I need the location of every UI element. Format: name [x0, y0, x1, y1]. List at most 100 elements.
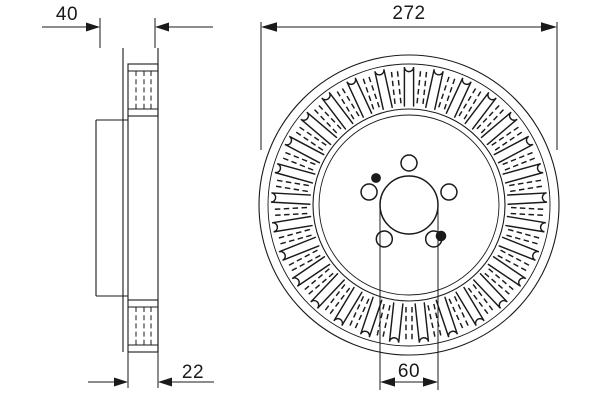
vane-dashed-rib — [507, 228, 542, 240]
vane-hairpin — [506, 192, 548, 205]
vane-dashed-rib — [422, 70, 428, 104]
vane-dashed-rib — [491, 125, 521, 146]
vane-dashed-rib — [463, 89, 483, 120]
ventilation-vane-ring — [270, 66, 548, 343]
dimension-label-60: 60 — [398, 361, 420, 382]
arrow-40-right — [155, 22, 169, 32]
vane-dashed-rib — [504, 156, 537, 171]
vane-dashed-rib — [297, 125, 327, 146]
vane-dashed-rib — [381, 305, 391, 339]
vane-dashed-rib — [317, 103, 342, 130]
bolt-hole — [360, 183, 378, 201]
disc-outer-edge — [258, 54, 560, 356]
vane-hairpin — [473, 272, 508, 309]
vane-hairpin — [425, 69, 444, 111]
vane-dashed-rib — [273, 212, 308, 217]
vane-dashed-rib — [274, 185, 308, 193]
vane-dashed-rib — [416, 69, 422, 104]
vane-dashed-rib — [396, 69, 402, 104]
vane-dashed-rib — [509, 179, 543, 187]
vane-dashed-rib — [376, 303, 385, 338]
vane-dashed-rib — [453, 296, 470, 328]
vane-dashed-rib — [500, 249, 531, 267]
disc-outer-inner-edge — [267, 63, 551, 347]
vane-dashed-rib — [294, 130, 324, 151]
vane-hairpin — [310, 272, 345, 309]
vane-hairpin — [278, 236, 320, 262]
vane-dashed-rib — [472, 283, 495, 312]
vane-dashed-rib — [278, 234, 312, 245]
vane-dashed-rib — [476, 103, 501, 130]
vane-dashed-rib — [289, 254, 321, 272]
vane-hairpin — [300, 111, 338, 146]
vane-hairpin — [464, 91, 497, 130]
vane-dashed-rib — [427, 305, 437, 339]
vane-hairpin — [445, 77, 472, 118]
arrow-22-right — [158, 377, 172, 387]
hub-hat-section — [95, 116, 129, 300]
vane-dashed-rib — [497, 254, 529, 272]
vane-hairpin — [502, 162, 544, 184]
vane-dashed-rib — [273, 206, 308, 211]
vane-dashed-rib — [283, 151, 316, 166]
disc-hat-inner-circle — [318, 114, 500, 296]
vane-dashed-rib — [302, 268, 330, 292]
vane-dashed-rib — [488, 268, 516, 292]
vane-dashed-rib — [312, 107, 338, 134]
vane-dashed-rib — [353, 298, 370, 330]
vane-hairpin — [284, 135, 325, 164]
vane-hairpin — [403, 66, 415, 107]
vane-hairpin — [487, 256, 527, 287]
lower-ring-body — [127, 299, 159, 353]
vane-dashed-rib — [480, 107, 506, 134]
arrow-272-left — [261, 22, 277, 32]
vane-hairpin — [498, 236, 540, 262]
vane-hairpin — [270, 192, 312, 205]
vane-dashed-rib — [494, 130, 524, 151]
vane-dashed-rib — [340, 86, 360, 117]
bolt-hole — [440, 183, 458, 201]
vane-dashed-rib — [276, 228, 311, 240]
vane-dashed-rib — [323, 283, 346, 312]
dimension-label-22: 22 — [182, 362, 204, 383]
vane-dashed-rib — [510, 212, 545, 217]
vane-dashed-rib — [390, 70, 396, 104]
vane-hairpin — [359, 296, 383, 338]
vane-hairpin — [274, 162, 316, 184]
vane-hairpin — [414, 302, 430, 343]
disc-hat-outer-circle — [312, 108, 506, 302]
vane-hairpin — [321, 91, 354, 130]
vane-dashed-rib — [287, 249, 318, 267]
centre-bore — [379, 175, 439, 235]
dimension-label-272: 272 — [392, 3, 425, 24]
vane-dashed-rib — [484, 272, 512, 296]
vane-hairpin — [333, 286, 363, 326]
vane-dashed-rib — [467, 287, 490, 316]
vane-hairpin — [480, 111, 518, 146]
vane-dashed-rib — [510, 206, 545, 211]
side-section-view — [42, 18, 214, 388]
arrow-60-right — [423, 377, 438, 387]
dimension-label-40: 40 — [56, 4, 78, 25]
arrow-272-right — [541, 22, 557, 32]
vane-dashed-rib — [362, 76, 375, 110]
vane-dashed-rib — [348, 296, 365, 328]
vane-hairpin — [493, 135, 534, 164]
vane-dashed-rib — [506, 234, 540, 245]
vane-hairpin — [271, 215, 313, 233]
vane-dashed-rib — [502, 151, 535, 166]
locating-pin-hole-upper — [371, 173, 381, 183]
bolt-hole — [375, 230, 394, 248]
vane-dashed-rib — [510, 185, 544, 193]
vane-dashed-rib — [448, 298, 465, 330]
vane-dashed-rib — [438, 74, 451, 108]
bolt-hole — [400, 154, 418, 172]
vane-dashed-rib — [458, 86, 478, 117]
vane-dashed-rib — [367, 74, 380, 108]
vane-hairpin — [505, 215, 547, 233]
lower-friction-ring-section — [127, 299, 159, 353]
vane-dashed-rib — [306, 272, 334, 296]
vane-dashed-rib — [443, 76, 456, 110]
face-view — [258, 22, 560, 390]
